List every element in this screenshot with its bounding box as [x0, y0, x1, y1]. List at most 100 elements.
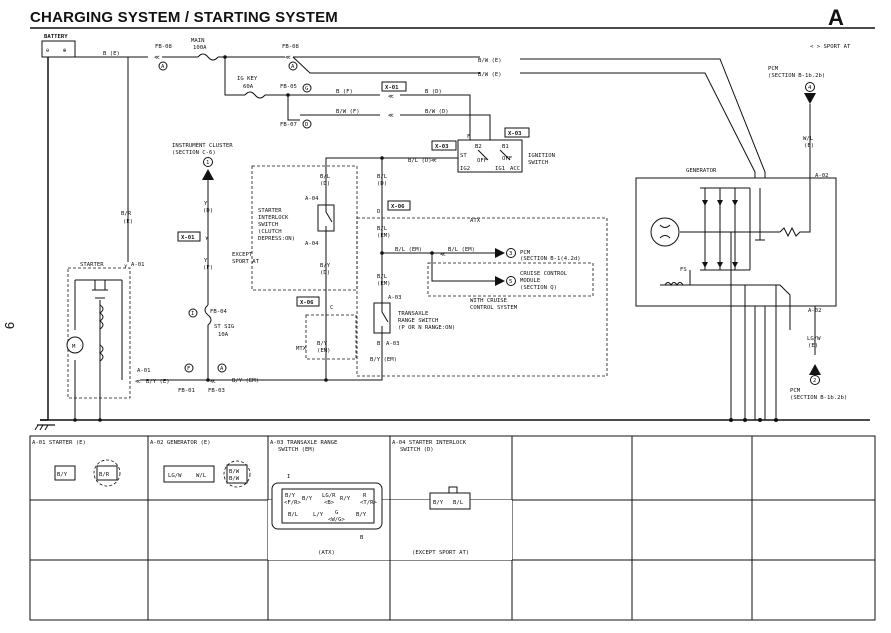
svg-text:SWITCH: SWITCH [528, 160, 548, 166]
svg-text:A-03: A-03 [388, 295, 401, 301]
svg-text:F: F [187, 366, 191, 372]
battery: BATTERY ⊖ ⊕ [41, 34, 76, 58]
svg-text:W/L: W/L [803, 136, 814, 142]
instrument-cluster-label: INSTRUMENT CLUSTER [172, 143, 233, 149]
svg-text:≪: ≪ [440, 252, 446, 258]
a01-title: A-01 STARTER (E) [32, 440, 86, 446]
svg-text:B (D): B (D) [425, 89, 442, 95]
svg-text:(SECTION C-6): (SECTION C-6) [172, 150, 216, 156]
page-title: CHARGING SYSTEM / STARTING SYSTEM [30, 9, 339, 26]
svg-text:Y: Y [204, 201, 208, 207]
svg-text:A: A [291, 64, 295, 70]
svg-text:W/L: W/L [196, 473, 207, 479]
svg-text:(SECTION B-1(4.2d): (SECTION B-1(4.2d) [520, 256, 581, 262]
svg-text:F: F [467, 134, 471, 140]
svg-text:FB-01: FB-01 [178, 388, 195, 394]
svg-text:FS: FS [680, 267, 687, 273]
svg-text:B/Y (EM): B/Y (EM) [370, 357, 397, 363]
svg-text:TRANSAXLE: TRANSAXLE [398, 311, 429, 317]
svg-text:DEPRESS:ON): DEPRESS:ON) [258, 236, 295, 242]
svg-text:≪: ≪ [210, 379, 216, 385]
svg-text:A-01: A-01 [137, 368, 150, 374]
svg-text:STARTER: STARTER [258, 208, 282, 214]
ig-fuse-label: IG KEY [237, 76, 258, 82]
svg-text:<W/G>: <W/G> [328, 517, 345, 523]
svg-text:GENERATOR: GENERATOR [686, 168, 717, 174]
svg-text:X-03: X-03 [435, 144, 448, 150]
svg-text:B: B [360, 535, 364, 541]
svg-text:X-06: X-06 [300, 300, 314, 306]
ground-symbol [34, 419, 55, 431]
svg-text:(F): (F) [203, 265, 213, 271]
svg-text:OFF: OFF [477, 158, 488, 164]
starter-box [67, 267, 131, 399]
svg-text:(EXCEPT SPORT AT): (EXCEPT SPORT AT) [412, 550, 469, 556]
battery-neg: ⊖ [46, 48, 49, 54]
svg-text:2: 2 [813, 378, 816, 384]
st-sig-fuse [204, 304, 212, 380]
svg-text:A: A [161, 64, 165, 70]
svg-text:B/L (EM): B/L (EM) [448, 247, 475, 253]
svg-text:(D): (D) [377, 181, 387, 187]
svg-text:X-06: X-06 [391, 204, 405, 210]
svg-text:B/R: B/R [99, 472, 110, 478]
svg-text:ACC: ACC [510, 166, 520, 172]
svg-text:(EM): (EM) [377, 233, 390, 239]
svg-text:B/Y: B/Y [433, 500, 444, 506]
svg-text:ST SIG: ST SIG [214, 324, 235, 330]
svg-text:STARTER: STARTER [80, 262, 104, 268]
svg-text:B/W (D): B/W (D) [425, 109, 449, 115]
a02-title: A-02 GENERATOR (E) [150, 440, 211, 446]
svg-text:WITH CRUISE: WITH CRUISE [470, 298, 508, 304]
svg-text:B/L: B/L [377, 226, 388, 232]
wire-b-w-e2: B/W (E) [478, 72, 502, 78]
svg-text:A-01: A-01 [131, 262, 144, 268]
svg-text:I: I [287, 474, 290, 480]
svg-text:PCM: PCM [768, 66, 779, 72]
svg-text:CONTROL SYSTEM: CONTROL SYSTEM [470, 305, 518, 311]
svg-text:OFF: OFF [502, 156, 513, 162]
svg-text:EXCEPT: EXCEPT [232, 252, 253, 258]
svg-text:<F/R>: <F/R> [284, 500, 301, 506]
svg-text:MTX: MTX [296, 346, 307, 352]
svg-text:A-02: A-02 [815, 173, 828, 179]
svg-text:SWITCH (D): SWITCH (D) [400, 447, 434, 453]
fb08-b: FB-08 [282, 44, 299, 50]
page-letter: A [828, 5, 844, 30]
svg-text:(SECTION B-1b.2b): (SECTION B-1b.2b) [768, 73, 825, 79]
svg-text:<B>: <B> [324, 500, 335, 506]
svg-text:B/L (EM): B/L (EM) [395, 247, 422, 253]
svg-text:3: 3 [509, 251, 512, 257]
fb05: FB-05 [280, 84, 297, 90]
stator-coil [650, 217, 680, 247]
svg-text:I: I [191, 311, 194, 317]
svg-text:10A: 10A [218, 332, 229, 338]
svg-text:⋎: ⋎ [204, 236, 209, 242]
svg-text:5: 5 [509, 279, 512, 285]
svg-text:G: G [335, 510, 339, 516]
svg-text:A-04: A-04 [305, 196, 319, 202]
svg-text:B/Y (E): B/Y (E) [146, 379, 170, 385]
svg-text:A-04: A-04 [305, 241, 319, 247]
svg-text:A: A [220, 366, 224, 372]
svg-text:B/L: B/L [288, 512, 299, 518]
svg-text:R: R [363, 493, 367, 499]
fb07: FB-07 [280, 122, 297, 128]
ignition-switch: F ST IG2 B2 OFF IG1 B1 ACC OFF [457, 134, 523, 173]
svg-text:IG2: IG2 [460, 166, 470, 172]
svg-text:⋎: ⋎ [123, 264, 128, 270]
ig-fuse-amp: 60A [243, 84, 254, 90]
svg-text:B/W (F): B/W (F) [336, 109, 360, 115]
cruise-box [427, 262, 594, 297]
svg-text:G: G [305, 86, 309, 92]
svg-text:(E): (E) [804, 143, 814, 149]
svg-text:X-03: X-03 [508, 131, 521, 137]
svg-text:(EM): (EM) [377, 281, 390, 287]
x01-box-a [381, 81, 407, 92]
arrow-up-ic [202, 169, 214, 180]
svg-text:B: B [377, 341, 381, 347]
ig-fuse [244, 91, 266, 99]
wire-b-e-label: B (E) [103, 51, 120, 57]
svg-text:LG/R: LG/R [322, 493, 336, 499]
